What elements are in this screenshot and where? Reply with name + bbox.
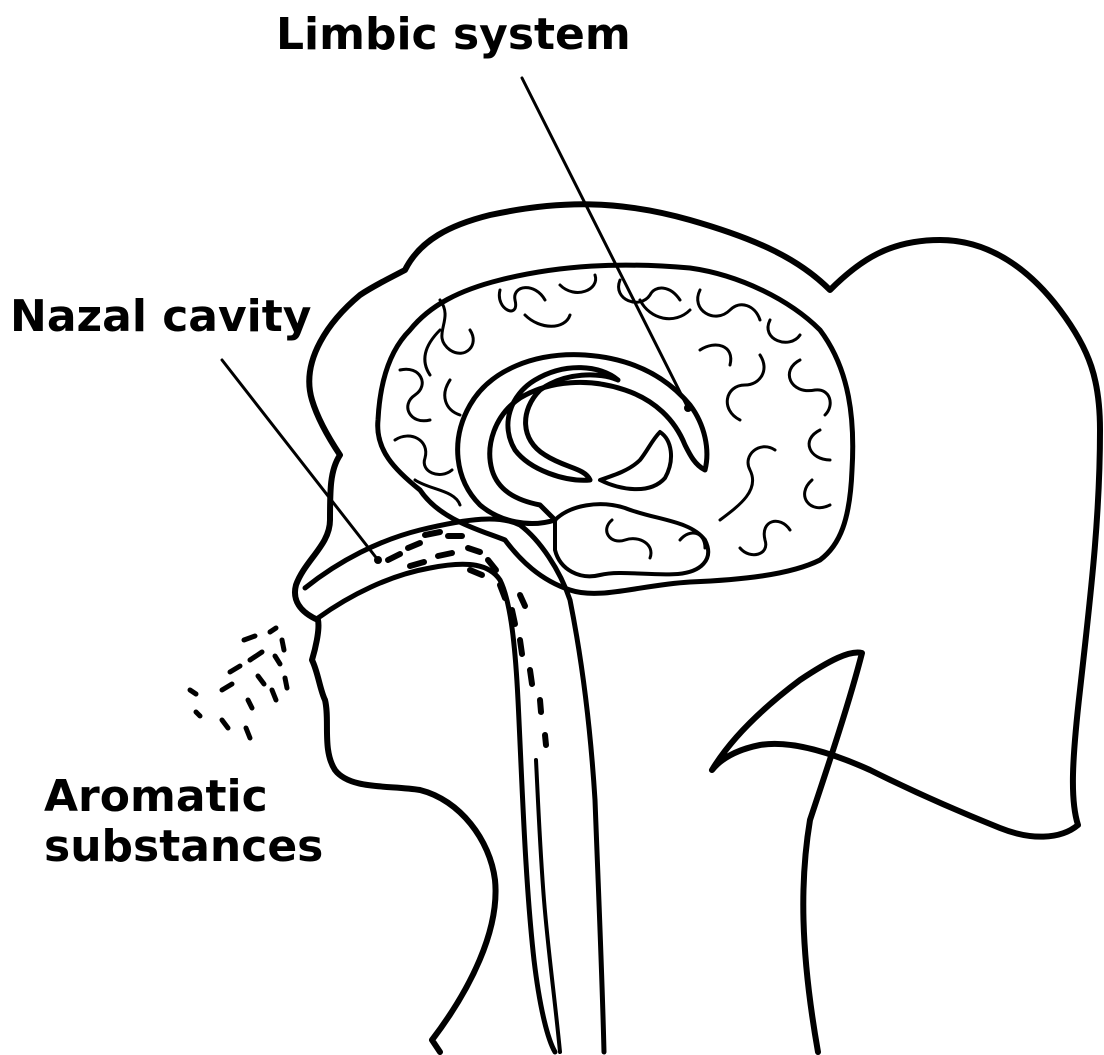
aromatic-label-line2: substances [44,822,323,872]
limbic-leader-dot [684,404,692,412]
nasal-leader-line [222,360,378,560]
limbic-system-label: Limbic system [276,10,631,60]
aroma-particles-external [190,628,287,738]
brain-outline [378,265,853,593]
corpus-callosum [458,355,707,524]
thalamus-region [600,432,671,489]
aromatic-label-line1: Aromatic [44,772,323,822]
nasal-cavity-label: Nazal cavity [10,292,311,342]
brain-gyri [395,275,830,558]
head-silhouette [295,204,1100,1052]
aromatic-substances-label: Aromatic substances [44,772,323,872]
brain-lower-lobe [555,504,708,576]
nasal-leader-dot [374,556,382,564]
